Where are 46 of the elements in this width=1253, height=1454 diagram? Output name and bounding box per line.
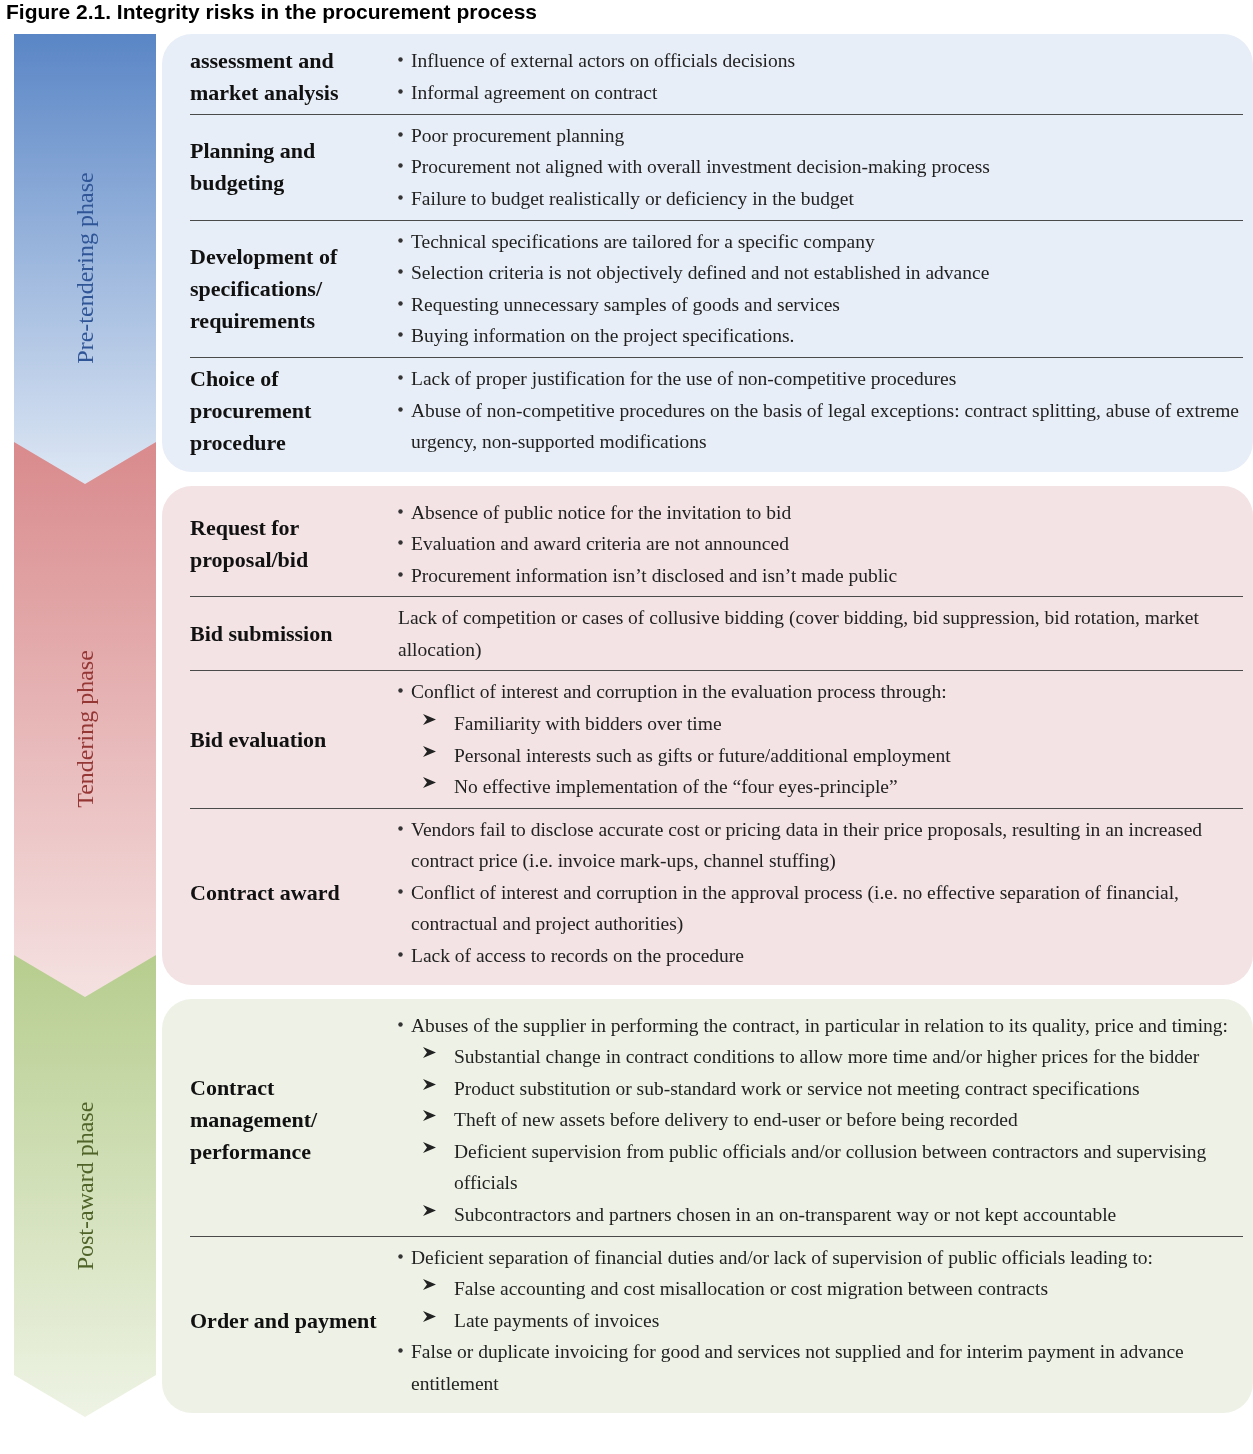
risk-item: Late payments of invoices [454,1308,660,1333]
stage-name: Request for proposal/bid [190,513,310,574]
risk-item: False accounting and cost misallocation or cost migration between contracts [454,1277,1049,1302]
risk-item: Conflict of interest and corruption in the evaluation process through: [411,680,947,705]
risk-item: Personal interests such as gifts or future/additional employment [454,743,951,768]
risk-item: Substantial change in contract conditions to allow more time and/or higher prices for the bidder [454,1045,1200,1070]
phase-label: Pre-tendering phase [71,172,99,364]
risk-item: Abuse of non-competitive procedures on the basis of legal exceptions: contract splitting, abuse of extreme urgency, non-supported modifications [411,398,1240,455]
risk-item: Selection criteria is not objectively defined and not established in advance [411,261,990,286]
risk-item: Buying information on the project specifications. [411,324,795,349]
risk-item: No effective implementation of the “four eyes-principle” [454,775,898,800]
risk-item: Familiarity with bidders over time [454,711,722,736]
risk-item: Deficient supervision from public officials and/or collusion between contractors and supervising officials [454,1139,1208,1196]
risk-item: Evaluation and award criteria are not announced [411,532,789,557]
stage-name: Bid submission [190,619,334,648]
risk-item: Procurement information isn’t disclosed and isn’t made public [411,563,898,588]
risk-item: False or duplicate invoicing for good and services not supplied and for interim payment in advance entitlement [411,1340,1185,1396]
risk-item: Subcontractors and partners chosen in an on-transparent way or not kept accountable [454,1203,1117,1228]
stage-name: Choice of procurement procedure [190,364,313,457]
risk-item: Lack of access to records on the procedure [411,944,744,968]
risk-item: Lack of proper justification for the use of non-competitive procedures [411,367,957,392]
risk-item: Abuses of the supplier in performing the contract, in particular in relation to its quality, price and timing: [411,1013,1228,1038]
risk-item: Theft of new assets before delivery to end-user or before being recorded [454,1108,1018,1133]
risk-item: Conflict of interest and corruption in the approval process (i.e. no effective separation of financial, contractual and project authorities) [411,880,1180,937]
stage-name: Contract management/ performance [190,1074,319,1167]
risk-item: Procurement not aligned with overall investment decision-making process [411,155,990,180]
risk-item: Influence of external actors on officials decisions [411,49,796,74]
risk-item: Informal agreement on contract [411,80,658,105]
stage-name: Bid evaluation [190,725,328,754]
risk-text: Lack of competition or cases of collusive bidding (cover bidding, bid suppression, bid rotation, market allocation) [398,606,1200,662]
stage-name: Contract award [190,878,341,907]
risk-item: Absence of public notice for the invitation to bid [411,500,792,525]
risk-item: Vendors fail to disclose accurate cost or pricing data in their price proposals, resulting in an increased contract price (i.e. invoice mark-ups, channel stuffing) [411,817,1204,874]
phase-label: Tendering phase [71,649,99,808]
risk-item: Poor procurement planning [411,123,625,148]
risk-item: Requesting unnecessary samples of goods and services [411,292,840,317]
stage-name: assessment and market analysis [190,47,340,107]
stage-name: Order and payment [190,1306,378,1335]
risk-item: Product substitution or sub-standard work or service not meeting contract specifications [454,1076,1140,1101]
stage-name: Planning and budgeting [190,137,317,198]
figure-title: Figure 2.1. Integrity risks in the procurement process [6,0,537,24]
risk-item: Technical specifications are tailored for a specific company [411,229,875,254]
risk-item: Failure to budget realistically or deficiency in the budget [411,186,854,211]
stage-name: Development of specifications/ requirements [190,242,339,335]
risk-item: Deficient separation of financial duties and/or lack of supervision of public officials leading to: [411,1245,1154,1270]
phase-label: Post-award phase [71,1101,99,1271]
